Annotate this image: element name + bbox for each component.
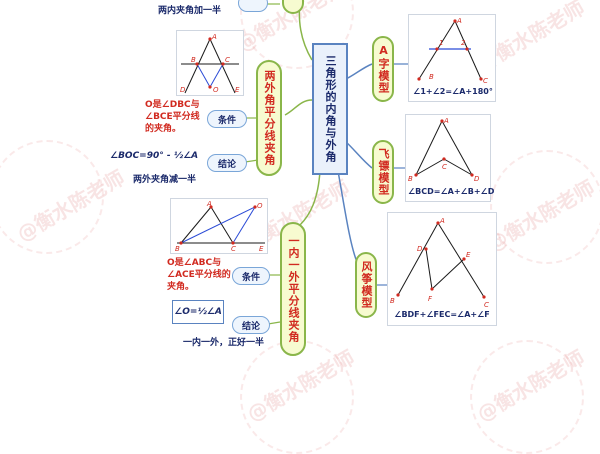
- fig-label: E: [259, 245, 264, 253]
- dart-model-formula: ∠BCD=∠A+∠B+∠D: [408, 187, 495, 196]
- dart-model-figure: A B C D: [408, 117, 480, 183]
- two-ext-formula: ∠BOC=90° - ½∠A: [110, 151, 199, 161]
- one-in-out-condition-text: O是∠ABC与∠ACE平分线的夹角。: [167, 258, 231, 292]
- center-topic: 三角形的内角与外角: [312, 43, 348, 175]
- watermark-ring-4: [490, 150, 600, 264]
- two-ext-condition-bubble[interactable]: 条件: [207, 110, 247, 128]
- one-in-out-condition-bubble[interactable]: 条件: [232, 267, 270, 285]
- fig-label: C: [231, 245, 236, 253]
- two-ext-conclusion-bubble[interactable]: 结论: [207, 154, 247, 172]
- fig-label: O: [257, 202, 263, 210]
- two-ext-branch-pill[interactable]: 两外角平分线夹角: [256, 60, 282, 176]
- two-ext-condition-text: O是∠DBC与∠BCE平分线的夹角。: [145, 100, 200, 134]
- connector-two-ext-concl: [244, 159, 259, 163]
- two-ext-note: 两外夹角减一半: [133, 175, 197, 185]
- watermark-ring-1: [0, 140, 104, 254]
- fig-label: A: [439, 217, 445, 225]
- fig-label: E: [235, 86, 240, 94]
- one-in-out-figure: A O B C E: [175, 200, 265, 253]
- fig-label: D: [417, 245, 423, 253]
- connector-to-a-model: [343, 63, 373, 81]
- fig-label: A: [206, 200, 212, 208]
- two-ext-figure: A B C O D E: [180, 33, 240, 94]
- kite-model-title: 风筝模型: [360, 261, 373, 309]
- fig-label: 2: [461, 39, 466, 47]
- two-ext-figure-card: A B C O D E: [176, 30, 244, 96]
- fig-label: C: [225, 56, 230, 64]
- fig-label: E: [466, 251, 471, 259]
- one-in-out-figure-card: A O B C E: [170, 198, 268, 254]
- connector-to-two-ext: [284, 99, 313, 116]
- top-partial-note: 两内夹角加一半: [158, 6, 222, 16]
- one-in-out-note: 一内一外，正好一半: [183, 338, 265, 348]
- dart-model-title: 飞镖模型: [377, 148, 390, 196]
- one-in-out-branch-pill[interactable]: 一内一外平分线夹角: [280, 222, 306, 356]
- one-in-out-conclusion-bubble[interactable]: 结论: [232, 316, 270, 334]
- fig-label: C: [483, 77, 488, 85]
- fig-label: C: [484, 301, 489, 309]
- connector-to-dart: [343, 139, 373, 169]
- dart-model-figure-card: A B C D ∠BCD=∠A+∠B+∠D: [405, 114, 495, 202]
- fig-label: D: [180, 86, 186, 94]
- fig-label: F: [428, 295, 433, 303]
- fig-label: D: [474, 175, 480, 183]
- kite-model-figure: A B C D E F: [390, 217, 489, 309]
- two-ext-branch-title: 两外角平分线夹角: [263, 70, 276, 166]
- fig-label: C: [442, 163, 447, 171]
- fig-label: B: [408, 175, 413, 183]
- top-partial-pill: [282, 0, 304, 14]
- a-model-title: A字模型: [377, 44, 390, 94]
- a-model-figure-card: A 1 2 B C ∠1+∠2=∠A+180°: [408, 14, 496, 102]
- a-model-pill[interactable]: A字模型: [372, 36, 394, 102]
- center-title: 三角形的内角与外角: [324, 55, 337, 163]
- connector-to-kite: [337, 170, 358, 263]
- fig-label: O: [213, 86, 219, 94]
- fig-label: A: [456, 17, 462, 25]
- one-in-out-formula-box: ∠O=½∠A: [172, 300, 224, 324]
- dart-model-pill[interactable]: 飞镖模型: [372, 140, 394, 204]
- kite-model-formula: ∠BDF+∠FEC=∠A+∠F: [394, 310, 490, 319]
- fig-label: B: [191, 56, 196, 64]
- top-partial-bubble: [238, 0, 268, 12]
- fig-label: B: [175, 245, 180, 253]
- fig-label: B: [390, 297, 395, 305]
- fig-label: B: [429, 73, 434, 81]
- connector-one-concl: [267, 321, 281, 325]
- one-in-out-formula: ∠O=½∠A: [174, 307, 222, 317]
- kite-model-pill[interactable]: 风筝模型: [355, 252, 377, 318]
- a-model-formula: ∠1+∠2=∠A+180°: [413, 87, 493, 96]
- a-model-figure: A 1 2 B C: [417, 17, 488, 85]
- fig-label: A: [443, 117, 449, 125]
- fig-label: 1: [439, 39, 443, 47]
- connector-to-one-in-out: [299, 170, 321, 226]
- one-in-out-branch-title: 一内一外平分线夹角: [287, 235, 300, 343]
- kite-model-figure-card: A B C D E F ∠BDF+∠FEC=∠A+∠F: [387, 212, 497, 326]
- fig-label: A: [211, 33, 217, 41]
